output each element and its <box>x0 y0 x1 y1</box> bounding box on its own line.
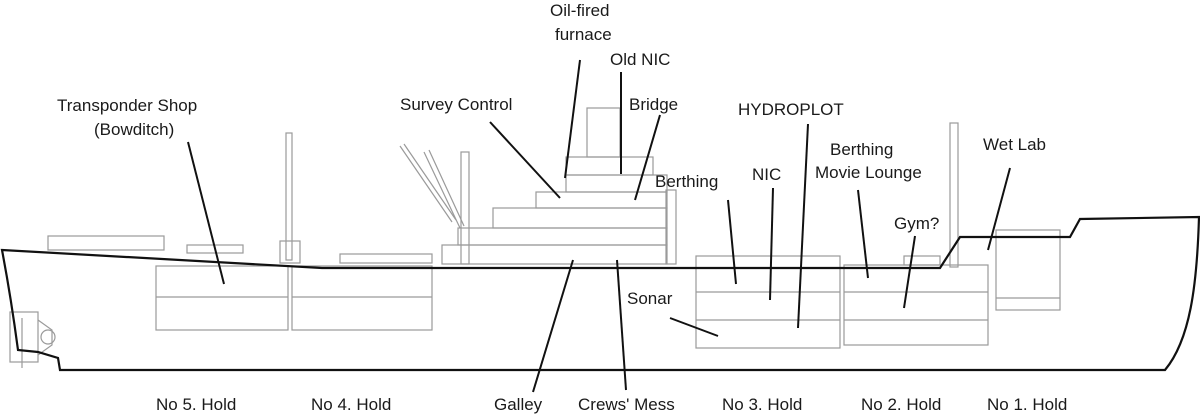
ship-interior-structure <box>9 107 1061 368</box>
label-gym: Gym? <box>894 214 939 233</box>
label-wet-lab: Wet Lab <box>983 135 1046 154</box>
label-berthing-mid: Berthing <box>655 172 718 191</box>
label-bowditch: (Bowditch) <box>94 120 174 139</box>
hold-label-no1: No 1. Hold <box>987 395 1067 414</box>
hull-outline <box>0 215 1200 372</box>
label-oil-fired-furnace-line1: Oil-fired <box>550 1 610 20</box>
label-sonar: Sonar <box>627 289 673 308</box>
label-old-nic: Old NIC <box>610 50 670 69</box>
hold-label-no4: No 4. Hold <box>311 395 391 414</box>
hold-label-no3: No 3. Hold <box>722 395 802 414</box>
label-survey-control: Survey Control <box>400 95 512 114</box>
label-bridge: Bridge <box>629 95 678 114</box>
label-nic: NIC <box>752 165 781 184</box>
hold-label-no5: No 5. Hold <box>156 395 236 414</box>
hold-label-crews-mess: Crews' Mess <box>578 395 675 414</box>
callout-labels: Oil-fired furnace Old NIC Survey Control… <box>57 1 1046 308</box>
label-movie-lounge: Movie Lounge <box>815 163 922 182</box>
label-oil-fired-furnace-line2: furnace <box>555 25 612 44</box>
hold-label-no2: No 2. Hold <box>861 395 941 414</box>
label-hydroplot: HYDROPLOT <box>738 100 844 119</box>
label-transponder-shop: Transponder Shop <box>57 96 197 115</box>
hold-label-galley: Galley <box>494 395 543 414</box>
leader-lines <box>187 59 1011 393</box>
label-berthing-fwd: Berthing <box>830 140 893 159</box>
hold-labels: No 5. Hold No 4. Hold Galley Crews' Mess… <box>156 395 1067 414</box>
